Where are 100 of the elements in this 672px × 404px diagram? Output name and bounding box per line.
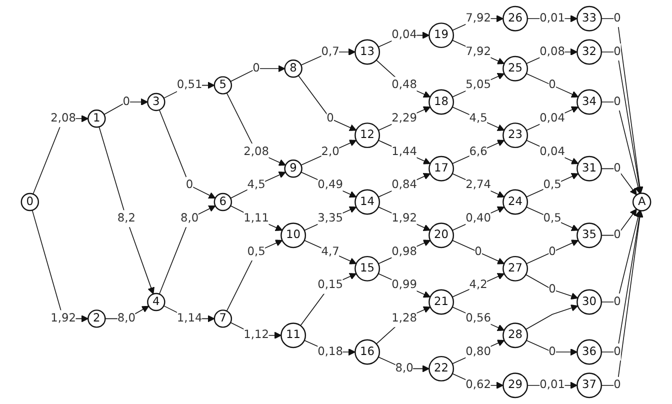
arrow [601, 208, 637, 236]
node-circle: 13 [354, 39, 380, 65]
arrow [158, 205, 216, 295]
edge-label: 0 [614, 45, 621, 58]
edge-label: 2,08 [244, 145, 269, 158]
edge-label: 0,08 [540, 45, 565, 58]
node-circle: 18 [428, 89, 454, 115]
edge-label: 0 [614, 378, 621, 392]
edge-label: 4,5 [247, 178, 266, 192]
node-circle: 5 [214, 76, 232, 94]
arrow [378, 240, 431, 264]
edge-label: 1,28 [392, 312, 417, 325]
node-circle: 37 [576, 372, 602, 398]
edge-label: 1,92 [392, 212, 417, 225]
arrow [526, 206, 579, 231]
edge-label: 0,01 [540, 12, 565, 25]
node-circle: 21 [428, 289, 454, 315]
arrow [298, 75, 357, 131]
edge-label: 1,11 [244, 212, 269, 225]
arrow [158, 109, 216, 199]
node-circle: 12 [354, 122, 380, 148]
node-circle: 9 [284, 160, 302, 178]
arrow [452, 73, 505, 98]
node-circle: 31 [576, 156, 602, 182]
node-circle: 0 [20, 192, 40, 212]
node-circle: 28 [502, 322, 528, 348]
arrow [378, 206, 431, 231]
edge-label: 0 [548, 345, 556, 358]
arrow [526, 173, 579, 198]
edge-label: 0,56 [466, 312, 491, 325]
node-circle: A [632, 192, 652, 212]
edge-label: 0,5 [543, 178, 562, 192]
node-circle: 20 [428, 222, 454, 248]
edge-label: 8,0 [117, 312, 136, 325]
arrow [226, 92, 286, 166]
arrow [452, 173, 505, 198]
arrow [376, 60, 431, 98]
edge-label: 0 [548, 78, 556, 92]
node-circle: 24 [502, 189, 528, 215]
arrow [304, 240, 357, 264]
edge-label: 0,99 [392, 278, 417, 292]
edge-label: 0,7 [321, 45, 340, 58]
node-circle: 10 [280, 222, 306, 248]
node-circle: 22 [428, 356, 454, 382]
edge-label: 0,04 [540, 145, 565, 158]
edge-label: 0 [186, 178, 194, 192]
arrow [452, 106, 505, 131]
arrow [601, 52, 643, 194]
node-circle: 11 [280, 322, 306, 348]
node-circle: 29 [502, 372, 528, 398]
node-circle: 17 [428, 156, 454, 182]
edge-label: 0 [252, 62, 260, 75]
edge-label: 0 [122, 95, 130, 108]
arrow [230, 65, 286, 82]
edge-label: 4,7 [321, 245, 340, 258]
arrow [378, 273, 431, 298]
node-circle: 33 [576, 6, 602, 32]
edge-label: 0,80 [466, 345, 491, 358]
arrow [601, 168, 637, 196]
edge-label: 4,2 [469, 278, 488, 292]
arrow [452, 306, 505, 331]
edge-label: 6,6 [469, 145, 488, 158]
arrow [452, 140, 505, 164]
arrow [300, 140, 357, 166]
arrow [376, 306, 431, 344]
arrow [452, 273, 505, 298]
arrow [526, 340, 578, 356]
edge-label: 4,5 [469, 112, 488, 125]
node-circle: 27 [502, 256, 528, 282]
edge-label: 0 [614, 228, 621, 242]
edge-label: 2,74 [466, 178, 491, 192]
node-circle: 23 [502, 122, 528, 148]
edge-label: 0 [614, 162, 621, 175]
node-circle: 30 [576, 289, 602, 315]
node-circle: 26 [502, 6, 528, 32]
edge-label: 8,0 [180, 212, 199, 225]
edge-label: 2,08 [50, 112, 76, 125]
arrow [230, 205, 283, 231]
arrow [304, 206, 357, 231]
edge-label: 8,0 [395, 362, 414, 375]
edge-label: 7,92 [466, 12, 491, 25]
arrow [601, 210, 642, 302]
edge-label: 0,48 [392, 78, 417, 92]
arrow [601, 210, 643, 352]
arrow [601, 102, 642, 194]
arrow [378, 140, 431, 164]
arrow [300, 273, 357, 326]
arrow [525, 304, 578, 330]
arrow [230, 172, 286, 199]
node-circle: 36 [576, 339, 602, 365]
node-circle: 14 [354, 189, 380, 215]
arrow [452, 340, 505, 364]
edge-label: 0,04 [392, 28, 417, 42]
node-circle: 3 [147, 92, 166, 112]
edge-label: 0,01 [540, 378, 565, 392]
edge-label: 2,0 [321, 145, 340, 158]
edge-label: 0 [614, 345, 621, 358]
arrow [378, 173, 431, 198]
edge-label: 0,5 [543, 212, 562, 225]
node-circle: 15 [354, 256, 380, 282]
